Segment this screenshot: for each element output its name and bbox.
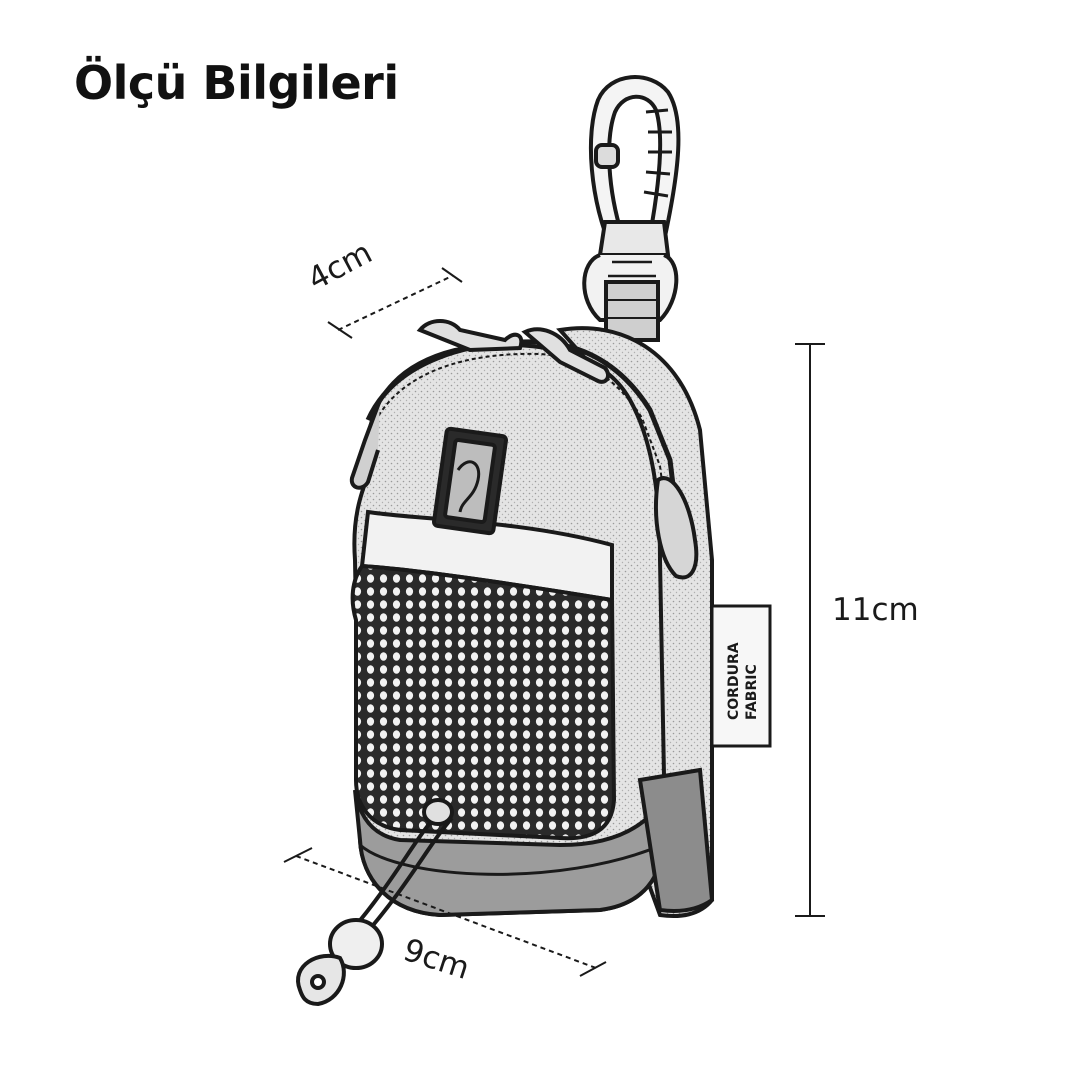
bag-body bbox=[349, 319, 715, 919]
page-title: Ölçü Bilgileri bbox=[74, 56, 399, 110]
depth-dimension-line bbox=[327, 267, 463, 339]
carabiner-clip bbox=[582, 75, 681, 342]
drawcord-toggle bbox=[296, 798, 454, 1007]
fabric-tag: CORDURA FABRIC bbox=[710, 604, 772, 748]
width-dimension-line bbox=[283, 847, 607, 977]
height-label: 11cm bbox=[832, 592, 919, 628]
tag-line-1: CORDURA bbox=[726, 642, 742, 720]
tag-line-2: FABRIC bbox=[744, 664, 760, 720]
height-dimension-line bbox=[795, 343, 825, 917]
